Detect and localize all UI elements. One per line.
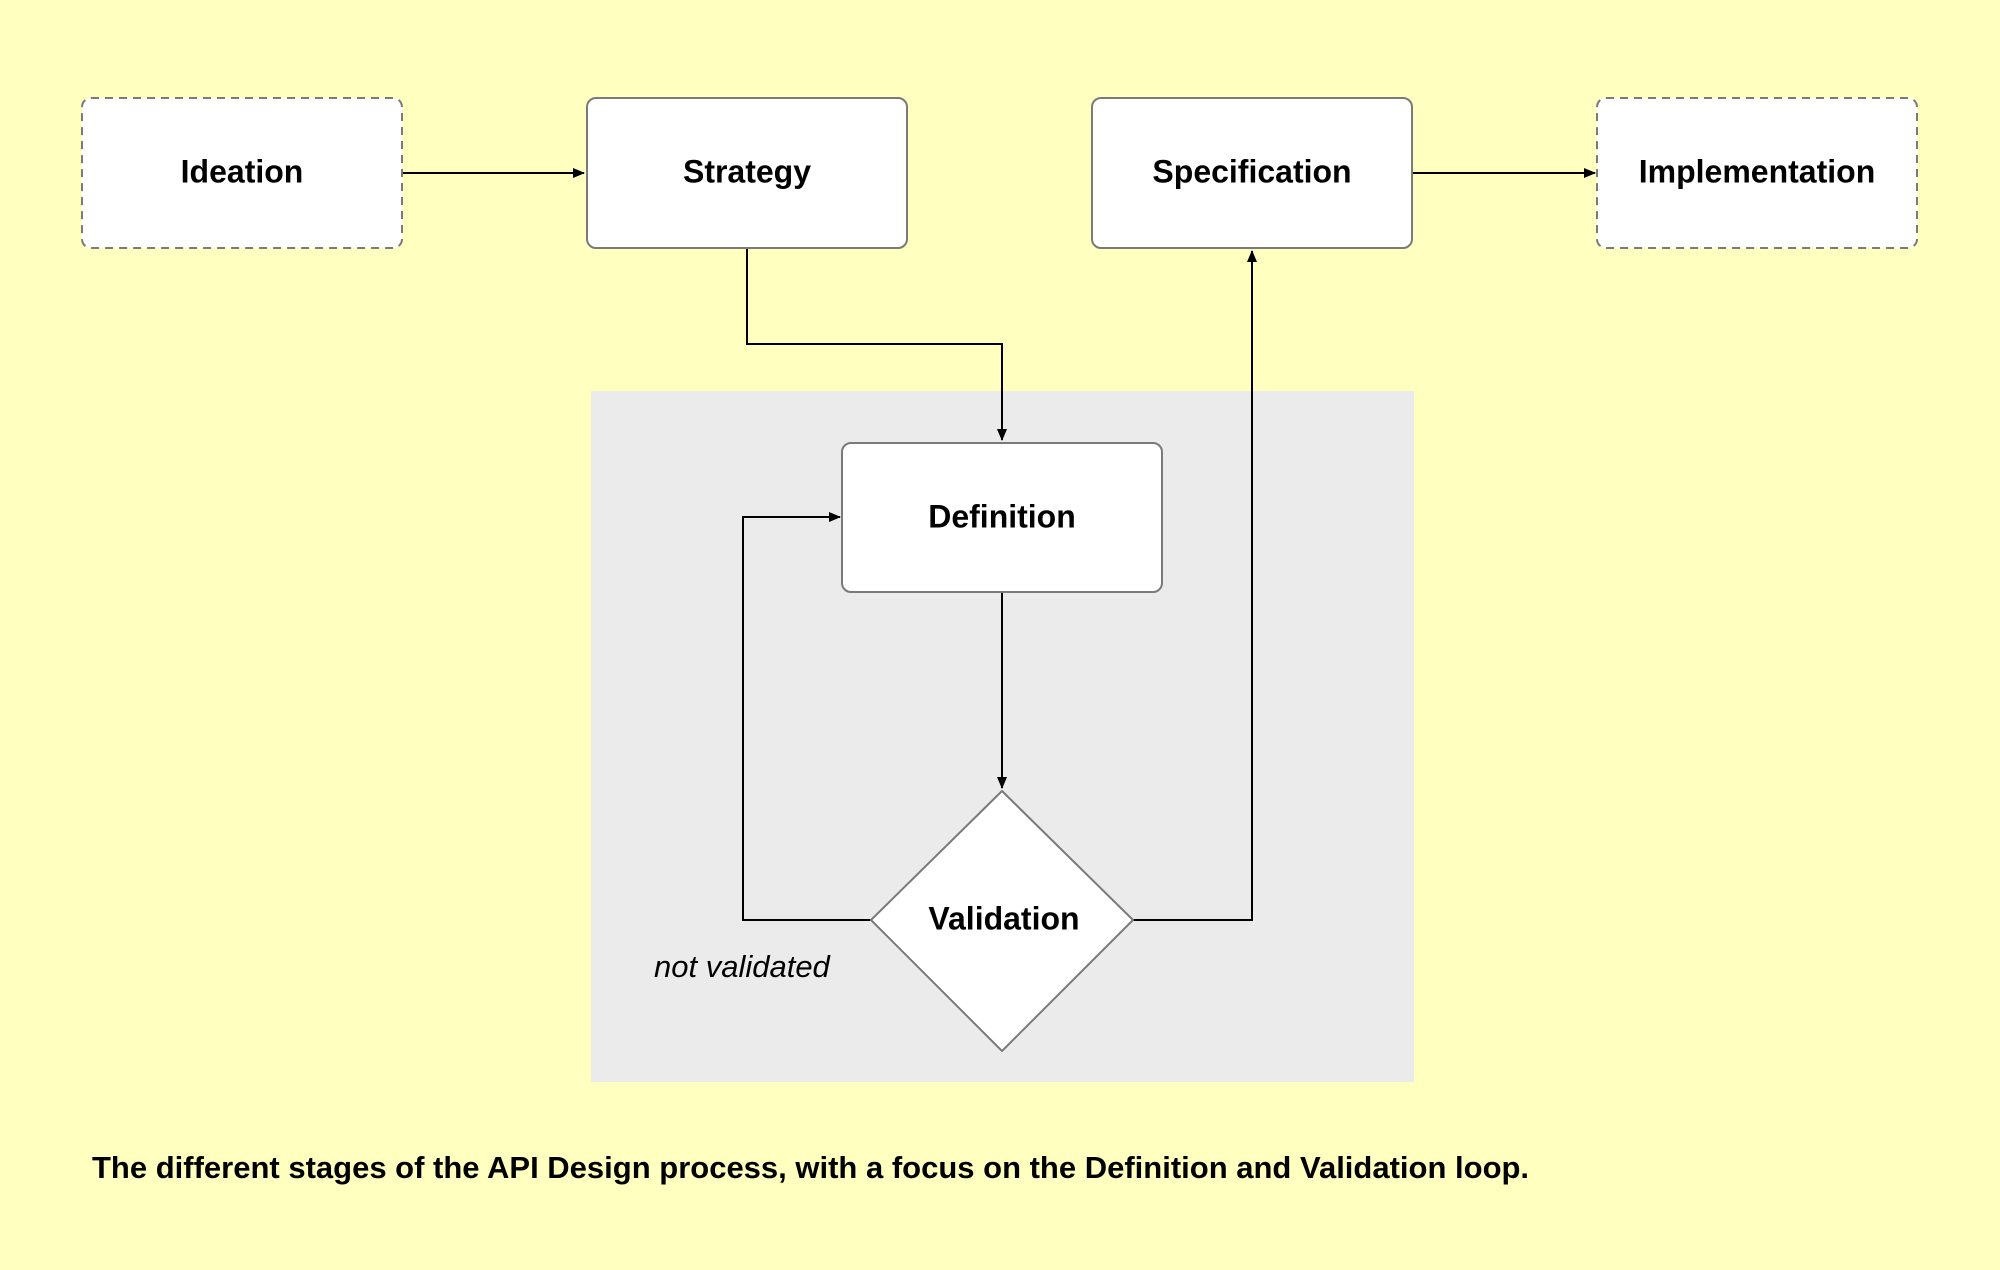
node-definition-label: Definition	[928, 498, 1076, 534]
node-strategy-label: Strategy	[683, 153, 811, 189]
node-specification: Specification	[1091, 97, 1413, 249]
edge-validation-to-specification	[1133, 250, 1257, 921]
diagram-caption: The different stages of the API Design p…	[92, 1150, 1529, 1185]
edge-validation-to-definition	[742, 512, 871, 921]
edge-label-not-validated: not validated	[654, 949, 832, 984]
edge-strategy-to-definition	[746, 249, 1007, 441]
node-specification-label: Specification	[1152, 153, 1351, 189]
node-ideation-label: Ideation	[181, 153, 304, 189]
node-definition: Definition	[841, 442, 1163, 593]
node-ideation: Ideation	[81, 97, 403, 249]
node-implementation: Implementation	[1596, 97, 1918, 249]
node-implementation-label: Implementation	[1639, 153, 1875, 189]
node-strategy: Strategy	[586, 97, 908, 249]
node-validation-label: Validation	[928, 900, 1079, 936]
node-validation: Validation	[870, 790, 1134, 1052]
